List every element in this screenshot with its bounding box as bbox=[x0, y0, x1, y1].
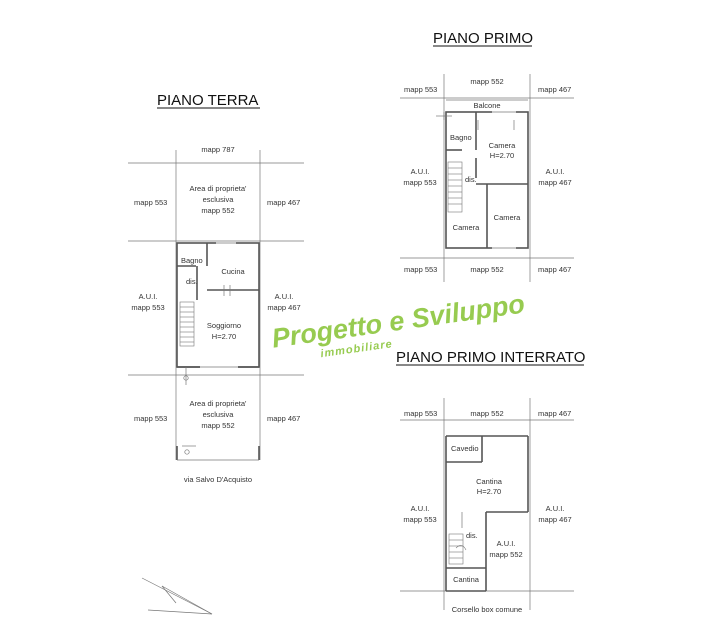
gf-mapp-left-bottom: mapp 553 bbox=[134, 414, 167, 423]
gf-street: via Salvo D'Acquisto bbox=[184, 475, 252, 484]
ff-mapp-right-bottom: mapp 467 bbox=[538, 265, 571, 274]
bs-cantina-1-h: H=2.70 bbox=[477, 487, 501, 496]
gf-dis: dis. bbox=[186, 277, 198, 286]
bs-corsello: Corsello box comune bbox=[452, 605, 522, 614]
bs-cavedio: Cavedio bbox=[451, 444, 479, 453]
bs-dis: dis. bbox=[466, 531, 478, 540]
ff-mapp-left-top: mapp 553 bbox=[404, 85, 437, 94]
bs-mapp-right-top: mapp 467 bbox=[538, 409, 571, 418]
ff-mapp-top: mapp 552 bbox=[470, 77, 503, 86]
first-floor-plan: mapp 552 mapp 553 mapp 467 Balcone Bagno… bbox=[400, 74, 574, 282]
gf-aui-right-line2: mapp 467 bbox=[267, 303, 300, 312]
bs-aui-mid-line2: mapp 552 bbox=[489, 550, 522, 559]
gf-area-bottom-line3: mapp 552 bbox=[201, 421, 234, 430]
gf-aui-left-line1: A.U.I. bbox=[139, 292, 158, 301]
ground-floor-plan: mapp 787 mapp 553 mapp 467 Area di propr… bbox=[128, 145, 304, 484]
gf-aui-left-line2: mapp 553 bbox=[131, 303, 164, 312]
gf-mapp-top: mapp 787 bbox=[201, 145, 234, 154]
gf-area-bottom-line2: esclusiva bbox=[203, 410, 235, 419]
ff-bagno: Bagno bbox=[450, 133, 472, 142]
gf-area-top-line3: mapp 552 bbox=[201, 206, 234, 215]
ff-mapp-bottom: mapp 552 bbox=[470, 265, 503, 274]
ff-aui-left-line2: mapp 553 bbox=[403, 178, 436, 187]
ff-mapp-left-bottom: mapp 553 bbox=[404, 265, 437, 274]
bs-aui-left-line2: mapp 553 bbox=[403, 515, 436, 524]
gf-mapp-right-top: mapp 467 bbox=[267, 198, 300, 207]
ff-mapp-right-top: mapp 467 bbox=[538, 85, 571, 94]
bs-mapp-top: mapp 552 bbox=[470, 409, 503, 418]
bs-cantina-2: Cantina bbox=[453, 575, 480, 584]
title-piano-primo-interrato: PIANO PRIMO INTERRATO bbox=[396, 349, 585, 366]
gf-soggiorno: Soggiorno bbox=[207, 321, 241, 330]
ff-balcone: Balcone bbox=[473, 101, 500, 110]
gf-bagno: Bagno bbox=[181, 256, 203, 265]
gf-soggiorno-h: H=2.70 bbox=[212, 332, 236, 341]
basement-plan: mapp 553 mapp 552 mapp 467 Cavedio Canti… bbox=[400, 398, 574, 614]
north-arrow-icon bbox=[141, 577, 213, 615]
bs-aui-right-line2: mapp 467 bbox=[538, 515, 571, 524]
ff-camera-2: Camera bbox=[494, 213, 522, 222]
ff-aui-right-line2: mapp 467 bbox=[538, 178, 571, 187]
title-piano-primo: PIANO PRIMO bbox=[433, 30, 533, 47]
bs-cantina-1: Cantina bbox=[476, 477, 503, 486]
logo-line1: Progetto e Sviluppo bbox=[270, 289, 527, 354]
ff-aui-left-line1: A.U.I. bbox=[411, 167, 430, 176]
bs-mapp-left-top: mapp 553 bbox=[404, 409, 437, 418]
title-piano-terra: PIANO TERRA bbox=[157, 92, 258, 109]
gf-mapp-right-bottom: mapp 467 bbox=[267, 414, 300, 423]
gf-mapp-left-top: mapp 553 bbox=[134, 198, 167, 207]
gf-area-top-line1: Area di proprieta' bbox=[190, 184, 247, 193]
gf-area-bottom-line1: Area di proprieta' bbox=[190, 399, 247, 408]
ff-camera-1-h: H=2.70 bbox=[490, 151, 514, 160]
ff-aui-right-line1: A.U.I. bbox=[546, 167, 565, 176]
bs-aui-right-line1: A.U.I. bbox=[546, 504, 565, 513]
gf-cucina: Cucina bbox=[221, 267, 245, 276]
ff-camera-3: Camera bbox=[453, 223, 481, 232]
ff-camera-1: Camera bbox=[489, 141, 517, 150]
ff-dis: dis. bbox=[465, 175, 477, 184]
bs-aui-left-line1: A.U.I. bbox=[411, 504, 430, 513]
gf-aui-right-line1: A.U.I. bbox=[275, 292, 294, 301]
bs-aui-mid-line1: A.U.I. bbox=[497, 539, 516, 548]
gf-area-top-line2: esclusiva bbox=[203, 195, 235, 204]
